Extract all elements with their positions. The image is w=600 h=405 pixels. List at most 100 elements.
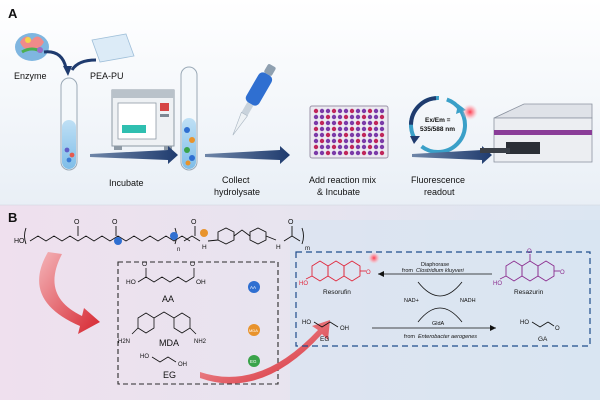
plate-well	[331, 126, 337, 132]
eg-badge-label: EG	[250, 359, 257, 364]
plate-well	[349, 132, 355, 138]
plate-well	[367, 138, 373, 144]
step-3-line2: & Incubate	[317, 187, 360, 197]
plate-well	[343, 126, 349, 132]
plate-well	[337, 114, 343, 120]
ga-structure: HO O	[520, 320, 560, 332]
plate-well	[331, 114, 337, 120]
eg-transfer-arrow	[200, 320, 330, 384]
plate-well	[313, 138, 319, 144]
plate-well	[349, 138, 355, 144]
nad-cycle-arc-top	[417, 281, 463, 297]
eg-assay-ho: HO	[302, 320, 311, 326]
pea-pu-film-icon	[91, 33, 135, 63]
plate-well	[367, 144, 373, 150]
plate-well	[325, 132, 331, 138]
enzyme-arrow	[43, 50, 68, 69]
plate-well	[313, 108, 319, 114]
ga-ho: HO	[520, 320, 529, 326]
step-arrow-4	[412, 146, 492, 164]
eg-box-oh: OH	[178, 362, 187, 368]
step-arrow-2	[205, 146, 290, 164]
plate-well	[349, 144, 355, 150]
plate-well	[367, 132, 373, 138]
plate-well	[331, 120, 337, 126]
plate-well	[319, 138, 325, 144]
plate-well	[319, 150, 325, 156]
resazurin-label: Resazurin	[514, 289, 544, 296]
exem-line1: Ex/Em =	[425, 117, 451, 124]
plate-well	[349, 114, 355, 120]
plate-well	[373, 144, 379, 150]
reaction-tube-1	[60, 77, 78, 171]
plate-well	[379, 120, 385, 126]
enzyme-icon	[15, 33, 49, 61]
panel-a-background	[0, 0, 600, 205]
step-4-line1: Fluorescence	[411, 175, 465, 185]
eg-box-ho: HO	[140, 354, 149, 360]
polymer-o-3: O	[191, 219, 197, 226]
eg-name: EG	[163, 370, 176, 380]
step-3-line1: Add reaction mix	[309, 175, 377, 185]
plate-well	[379, 108, 385, 114]
fluorescence-glow	[462, 104, 478, 120]
assay-box	[295, 251, 591, 347]
plate-well	[313, 132, 319, 138]
plate-well	[313, 126, 319, 132]
resorufin-ho: HO	[299, 281, 308, 287]
polymer-h-2: H	[276, 244, 281, 251]
plate-well	[331, 144, 337, 150]
diaphorase-from: from	[402, 268, 413, 274]
mda-badge	[248, 324, 260, 336]
resorufin-label: Resorufin	[323, 289, 351, 296]
plate-well	[325, 126, 331, 132]
plate-well	[355, 108, 361, 114]
glda-label: GldA	[432, 321, 445, 327]
plate-well	[355, 114, 361, 120]
plate-well	[373, 132, 379, 138]
plate-well	[349, 120, 355, 126]
plate-well	[325, 150, 331, 156]
enzyme-label: Enzyme	[14, 71, 47, 81]
plate-well	[355, 138, 361, 144]
aa-structure: HO O O OH	[126, 261, 206, 286]
plate-well	[373, 108, 379, 114]
plate-well	[379, 132, 385, 138]
film-arrow	[70, 58, 97, 71]
plate-well	[343, 144, 349, 150]
plate-well	[313, 120, 319, 126]
plate-well	[325, 120, 331, 126]
exem-line2: 535/588 nm	[420, 126, 455, 133]
glda-organism: Enterobacter aerogenes	[418, 334, 477, 340]
polymer-cleavage-badge-1	[114, 237, 122, 245]
step-2-line2: hydrolysate	[214, 187, 260, 197]
plate-well	[319, 144, 325, 150]
polymer-structure: HO n O O O H H O m	[14, 219, 310, 253]
eg-assay-structure: HO OH	[302, 320, 349, 332]
eg-badge	[248, 355, 260, 367]
plate-well	[361, 120, 367, 126]
plate-well	[355, 150, 361, 156]
pipette-icon	[232, 64, 276, 136]
plate-well	[379, 138, 385, 144]
diaphorase-arrowhead	[378, 271, 384, 277]
plate-reader-icon	[480, 103, 593, 163]
plate-well	[361, 144, 367, 150]
plate-well	[337, 108, 343, 114]
step-2-line1: Collect	[222, 175, 250, 185]
plate-well	[361, 114, 367, 120]
step-1-line1: Incubate	[109, 178, 144, 188]
plate-well	[319, 114, 325, 120]
plate-well	[379, 114, 385, 120]
plate-well	[313, 114, 319, 120]
plate-well	[337, 120, 343, 126]
plate-well	[343, 108, 349, 114]
plate-well	[373, 120, 379, 126]
plate-well	[373, 126, 379, 132]
plate-well	[325, 108, 331, 114]
polymer-h-1: H	[202, 244, 207, 251]
monomer-box	[117, 261, 279, 385]
glda-from: from	[404, 334, 415, 340]
tube-arrowhead	[63, 66, 72, 76]
panel-b-label: B	[8, 210, 17, 225]
